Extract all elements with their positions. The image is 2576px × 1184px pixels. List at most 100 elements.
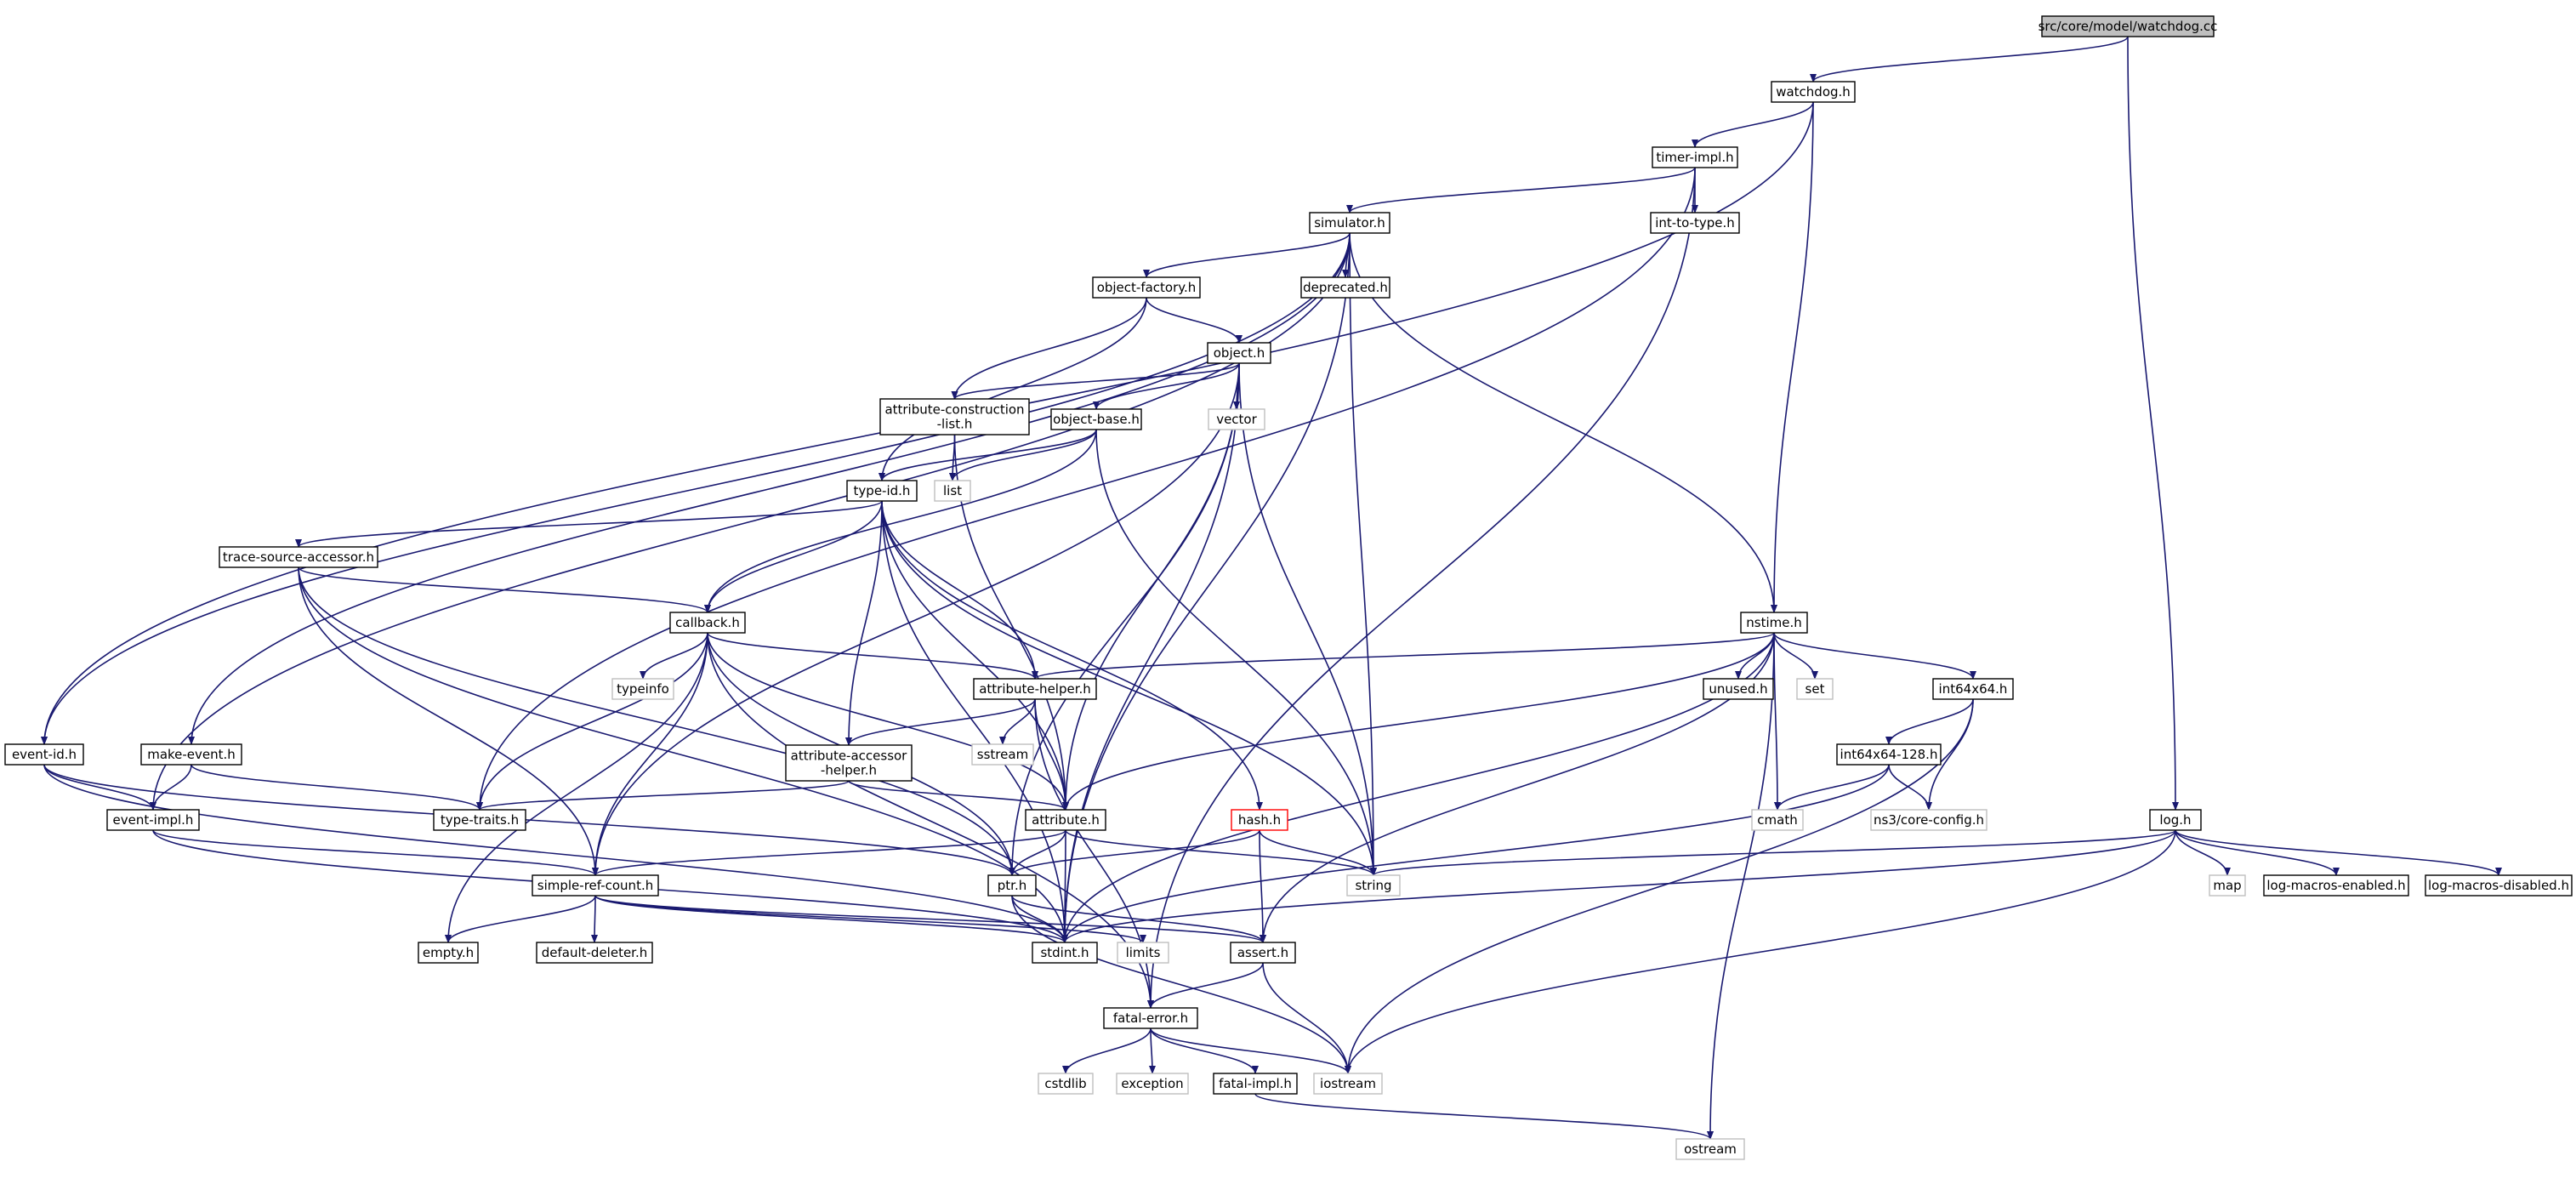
node-simulator-h[interactable]: simulator.h bbox=[1309, 212, 1390, 234]
edge-object_base_h-to-callback_h bbox=[704, 429, 1097, 613]
node-label: limits bbox=[1126, 945, 1161, 960]
edge-nstime_h-to-attr_helper_h bbox=[1032, 632, 1775, 680]
node-simple-ref-count-h[interactable]: simple-ref-count.h bbox=[532, 874, 659, 897]
node-box bbox=[2209, 874, 2246, 897]
node-log-macros-disabled-h[interactable]: log-macros-disabled.h bbox=[2425, 874, 2573, 897]
edge-simple_ref_count_h-to-empty_h bbox=[445, 895, 596, 943]
node-deprecated-h[interactable]: deprecated.h bbox=[1300, 276, 1390, 299]
node-string: string bbox=[1346, 874, 1401, 897]
node-vector: vector bbox=[1208, 408, 1265, 430]
node-box bbox=[219, 546, 378, 568]
edge-callback_h-to-attr_helper_h bbox=[707, 632, 1038, 680]
node-object-h[interactable]: object.h bbox=[1207, 342, 1271, 364]
node-box bbox=[2263, 874, 2409, 897]
node-int64x64-h[interactable]: int64x64.h bbox=[1932, 678, 2014, 700]
node-hash-h[interactable]: hash.h bbox=[1231, 809, 1288, 831]
node-box bbox=[2149, 809, 2202, 831]
edge-callback_h-to-empty_h bbox=[445, 632, 708, 943]
node-box bbox=[536, 942, 653, 964]
edge-callback_h-to-attribute_h bbox=[707, 632, 1069, 811]
node-label: int-to-type.h bbox=[1655, 215, 1735, 231]
node-event-impl-h[interactable]: event-impl.h bbox=[106, 809, 200, 831]
edge-fatal_error_h-to-iostream bbox=[1150, 1027, 1351, 1074]
node-watchdog-h[interactable]: watchdog.h bbox=[1771, 81, 1856, 103]
node-stdint-h[interactable]: stdint.h bbox=[1032, 942, 1098, 964]
node-box bbox=[1038, 1073, 1094, 1095]
node-label: attribute-construction bbox=[884, 402, 1024, 418]
edge-object_h-to-ptr_h bbox=[1009, 362, 1240, 876]
node-object-base-h[interactable]: object-base.h bbox=[1050, 408, 1142, 430]
node-cstdlib: cstdlib bbox=[1038, 1073, 1094, 1095]
node-box bbox=[1208, 408, 1265, 430]
edge-nstime_h-to-set bbox=[1773, 632, 1818, 680]
node-box bbox=[1346, 874, 1401, 897]
edge-make_event_h-to-type_traits_h bbox=[190, 764, 483, 811]
node-box bbox=[1771, 81, 1856, 103]
node-label: simulator.h bbox=[1314, 215, 1385, 231]
edge-assert_h-to-fatal_error_h bbox=[1147, 962, 1264, 1009]
node-event-id-h[interactable]: event-id.h bbox=[4, 743, 84, 766]
edge-log_h-to-string bbox=[1370, 829, 2176, 876]
node-timer-impl-h[interactable]: timer-impl.h bbox=[1652, 146, 1738, 168]
edge-simulator_h-to-event_impl_h bbox=[150, 232, 1351, 811]
node-box bbox=[785, 744, 913, 782]
node-trace-src-acc-h[interactable]: trace-source-accessor.h bbox=[219, 546, 378, 568]
node-box bbox=[140, 743, 242, 766]
node-box bbox=[846, 480, 918, 502]
node-label: typeinfo bbox=[617, 681, 669, 697]
node-log-h[interactable]: log.h bbox=[2149, 809, 2202, 831]
edge-object_factory_h-to-type_id_h bbox=[879, 297, 1147, 481]
node-root[interactable]: src/core/model/watchdog.cc bbox=[2039, 15, 2218, 37]
node-label: log.h bbox=[2159, 812, 2191, 828]
edge-assert_h-to-iostream bbox=[1262, 962, 1351, 1074]
node-type-id-h[interactable]: type-id.h bbox=[846, 480, 918, 502]
node-label: event-id.h bbox=[12, 747, 77, 762]
node-callback-h[interactable]: callback.h bbox=[669, 612, 746, 634]
node-label: type-traits.h bbox=[441, 812, 519, 828]
edge-int64x64_h-to-iostream bbox=[1345, 698, 1974, 1074]
edge-log_h-to-log_macros_enabled_h bbox=[2175, 829, 2340, 876]
node-object-factory-h[interactable]: object-factory.h bbox=[1092, 276, 1201, 299]
node-box bbox=[4, 743, 84, 766]
node-ptr-h[interactable]: ptr.h bbox=[987, 874, 1037, 897]
node-fatal-error-h[interactable]: fatal-error.h bbox=[1103, 1007, 1198, 1029]
node-empty-h[interactable]: empty.h bbox=[418, 942, 479, 964]
node-nstime-h[interactable]: nstime.h bbox=[1740, 612, 1808, 634]
node-log-macros-enabled-h[interactable]: log-macros-enabled.h bbox=[2263, 874, 2409, 897]
node-label: fatal-impl.h bbox=[1219, 1076, 1292, 1091]
node-assert-h[interactable]: assert.h bbox=[1230, 942, 1296, 964]
node-unused-h[interactable]: unused.h bbox=[1703, 678, 1774, 700]
node-type-traits-h[interactable]: type-traits.h bbox=[433, 809, 526, 831]
edge-attr_helper_h-to-sstream bbox=[999, 698, 1036, 745]
node-attr-acc-helper-h[interactable]: attribute-accessor-helper.h bbox=[785, 744, 913, 782]
node-label: trace-source-accessor.h bbox=[223, 549, 374, 565]
edge-type_id_h-to-stdint_h bbox=[881, 500, 1068, 943]
node-attr-helper-h[interactable]: attribute-helper.h bbox=[973, 678, 1097, 700]
node-cmath: cmath bbox=[1751, 809, 1804, 831]
node-box bbox=[1103, 1007, 1198, 1029]
edge-attr_helper_h-to-attr_acc_helper_h bbox=[845, 698, 1036, 746]
node-box bbox=[1703, 678, 1774, 700]
node-int64x64-128-h[interactable]: int64x64-128.h bbox=[1836, 743, 1942, 766]
node-label: ns3/core-config.h bbox=[1874, 812, 1984, 828]
node-default-deleter-h[interactable]: default-deleter.h bbox=[536, 942, 653, 964]
edge-ptr_h-to-iostream bbox=[1011, 895, 1351, 1074]
node-label: vector bbox=[1216, 412, 1257, 427]
edge-trace_src_acc_h-to-callback_h bbox=[298, 566, 711, 613]
node-make-event-h[interactable]: make-event.h bbox=[140, 743, 242, 766]
edge-log_h-to-map bbox=[2175, 829, 2231, 876]
node-box bbox=[1032, 942, 1098, 964]
node-iostream: iostream bbox=[1313, 1073, 1383, 1095]
node-box bbox=[973, 678, 1097, 700]
node-attribute-h[interactable]: attribute.h bbox=[1025, 809, 1106, 831]
node-ns3-core-config-h: ns3/core-config.h bbox=[1870, 809, 1987, 831]
node-int-to-type-h[interactable]: int-to-type.h bbox=[1650, 212, 1740, 234]
node-label: simple-ref-count.h bbox=[537, 878, 653, 893]
node-attr-constr-list-h[interactable]: attribute-construction-list.h bbox=[879, 398, 1030, 435]
node-fatal-impl-h[interactable]: fatal-impl.h bbox=[1213, 1073, 1298, 1095]
node-box bbox=[669, 612, 746, 634]
edge-object_factory_h-to-attr_constr_list_h bbox=[951, 297, 1147, 400]
edge-attribute_h-to-string bbox=[1065, 829, 1377, 876]
node-box bbox=[1751, 809, 1804, 831]
node-box bbox=[433, 809, 526, 831]
